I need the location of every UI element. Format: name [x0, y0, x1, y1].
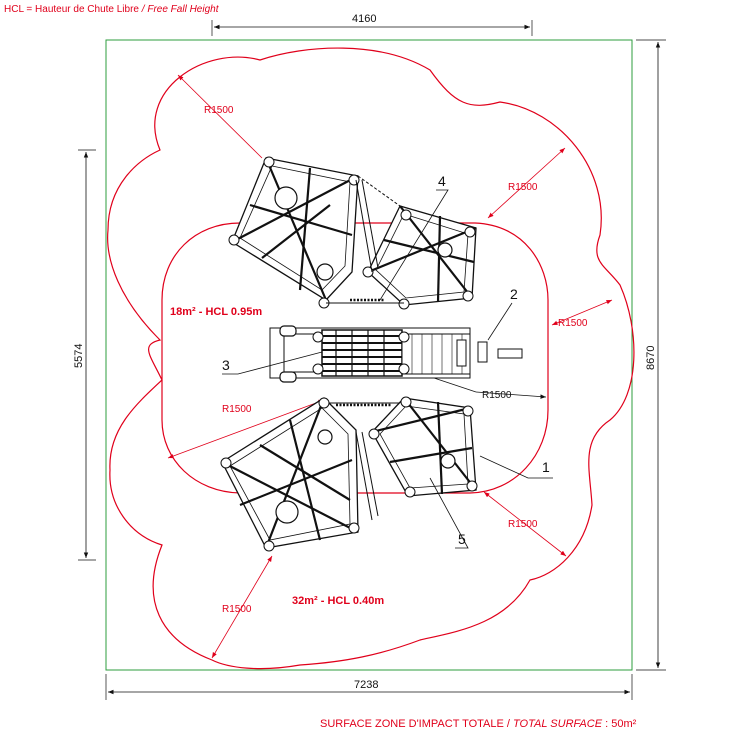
dimension-bottom-label: 7238: [354, 679, 378, 691]
radius-label-4: R1500: [482, 390, 512, 401]
radius-label-1: R1500: [204, 105, 234, 116]
net-panel-upper-left: [228, 156, 360, 309]
inner-zone-label: 18m² - HCL 0.95m: [170, 306, 262, 318]
dimension-right-label: 8670: [645, 346, 657, 370]
callout-1: 1: [542, 459, 550, 475]
dimension-left: 5574: [73, 149, 96, 561]
callout-2: 2: [510, 286, 518, 302]
dimension-top: 4160: [211, 13, 533, 36]
dimension-left-label: 5574: [73, 344, 85, 368]
callout-3: 3: [222, 357, 230, 373]
radius-label-6: R1500: [508, 519, 538, 530]
outer-zone-label: 32m² - HCL 0.40m: [292, 595, 384, 607]
inner-impact-zone: [161, 222, 549, 494]
central-bridge: [269, 325, 471, 383]
callout-5: 5: [458, 531, 466, 547]
chain-bridge-upper: [326, 298, 404, 304]
dimension-right: 8670: [636, 39, 666, 671]
stepping-posts: [456, 339, 523, 367]
net-panel-upper-right: [362, 205, 477, 310]
radius-label-5: R1500: [222, 404, 252, 415]
radius-label-2: R1500: [508, 182, 538, 193]
radius-label-3: R1500: [558, 318, 588, 329]
radius-leaders: [167, 74, 613, 659]
chain-bridge-lower: [326, 402, 404, 407]
dimension-top-label: 4160: [352, 13, 376, 25]
net-panel-lower-left: [220, 397, 360, 552]
site-boundary: [105, 39, 633, 671]
hcl-definition: HCL = Hauteur de Chute Libre / Free Fall…: [4, 4, 220, 15]
net-panel-lower-right: [368, 396, 478, 498]
play-equipment: [220, 156, 523, 552]
callout-leaders: [222, 189, 553, 549]
total-surface-footer: SURFACE ZONE D'IMPACT TOTALE / TOTAL SUR…: [320, 718, 637, 730]
dimension-bottom: 7238: [105, 674, 633, 700]
outer-impact-zone: [107, 47, 635, 670]
radius-label-7: R1500: [222, 604, 252, 615]
callout-4: 4: [438, 173, 446, 189]
